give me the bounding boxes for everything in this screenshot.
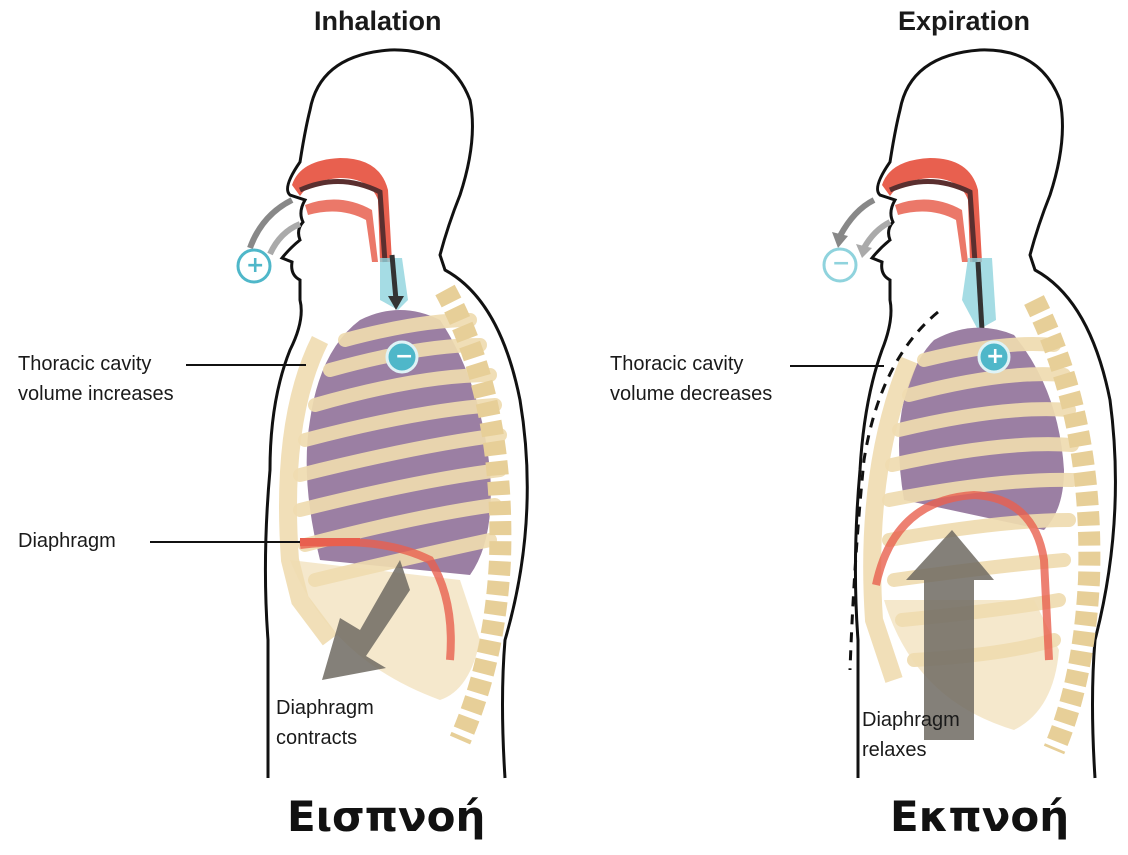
outflow-arrow-upper xyxy=(840,200,874,236)
diaphragm-label: Diaphragm xyxy=(18,528,116,554)
inhalation-caption: Εισπνοή xyxy=(287,792,485,841)
lung-pressure-sign: + xyxy=(986,344,1004,370)
expiration-heading: Expiration xyxy=(898,6,1030,37)
expiration-panel: Expiration − + Thoracic cavity volume de… xyxy=(564,0,1128,855)
oral-airway xyxy=(305,200,378,262)
outside-pressure-sign: − xyxy=(832,251,850,277)
outside-pressure-sign: + xyxy=(246,253,264,279)
inhalation-heading: Inhalation xyxy=(314,6,442,37)
volume-label-line1: Thoracic cavity xyxy=(18,351,151,377)
volume-label-line2: volume decreases xyxy=(610,381,772,407)
expiration-caption: Εκπνοή xyxy=(890,792,1069,841)
oral-airway xyxy=(895,200,968,262)
action-label-line2: relaxes xyxy=(862,737,926,763)
volume-label-line2: volume increases xyxy=(18,381,174,407)
action-label-line1: Diaphragm xyxy=(862,707,960,733)
inflow-arrow-lower xyxy=(270,224,300,254)
lung-pressure-sign: − xyxy=(395,344,413,370)
action-label-line1: Diaphragm xyxy=(276,695,374,721)
inhalation-panel: Inhalation + − Thoracic cavity volume in… xyxy=(0,0,564,855)
volume-label-line1: Thoracic cavity xyxy=(610,351,743,377)
action-label-line2: contracts xyxy=(276,725,357,751)
expiration-body-figure xyxy=(564,0,1128,855)
inflow-arrow-upper xyxy=(250,200,292,248)
